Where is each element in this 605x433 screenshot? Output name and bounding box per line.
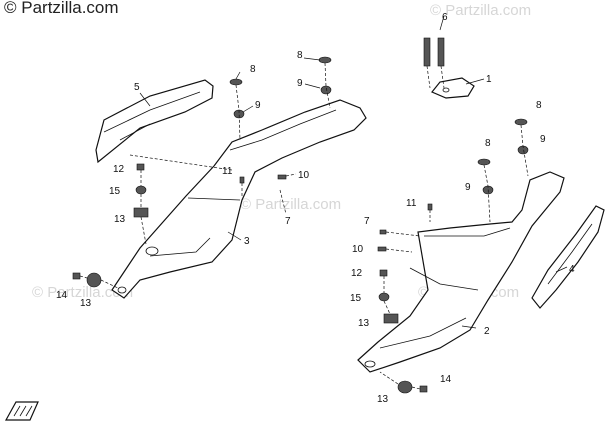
left-small-fasteners[interactable] (239, 173, 297, 215)
nut-9-left[interactable] (233, 85, 332, 119)
callout-14-left: 14 (56, 290, 68, 301)
callout-10-right: 10 (352, 244, 364, 255)
part-3-left-side-cover[interactable] (111, 99, 367, 299)
callout-7-right: 7 (364, 216, 370, 227)
callout-15-right: 15 (350, 293, 362, 304)
callout-9-right-a: 9 (465, 182, 471, 193)
callout-8-left-a: 8 (250, 64, 256, 75)
grommet-8-left[interactable] (229, 56, 332, 86)
part-5-left-trim-strip[interactable] (95, 79, 214, 164)
callout-11-right: 11 (406, 198, 417, 209)
callout-13-right-lower: 13 (377, 394, 389, 405)
right-fastener-stack[interactable] (378, 269, 399, 324)
watermark-center: © Partzilla.com (240, 196, 342, 213)
callout-15-left: 15 (109, 186, 121, 197)
callout-12-left: 12 (113, 164, 125, 175)
callout-4: 4 (569, 264, 575, 275)
callout-9-left-a: 9 (255, 100, 261, 111)
callout-2: 2 (484, 326, 490, 337)
watermark-bottom-left: © Partzilla.com (32, 284, 134, 301)
right-small-fasteners[interactable] (377, 203, 433, 253)
front-direction-arrow-icon (4, 401, 39, 421)
callout-9-left-b: 9 (297, 78, 303, 89)
callout-8-right-b: 8 (536, 100, 542, 111)
callout-5: 5 (134, 82, 140, 93)
callout-12-right: 12 (351, 268, 363, 279)
callout-10-left: 10 (298, 170, 310, 181)
callout-7-left: 7 (285, 216, 291, 227)
callout-13-right-upper: 13 (358, 318, 370, 329)
part-4-right-trim-strip[interactable] (531, 205, 605, 309)
callout-3: 3 (244, 236, 250, 247)
callout-9-right-b: 9 (540, 134, 546, 145)
callout-14-right: 14 (440, 374, 452, 385)
part-6-screws[interactable] (423, 37, 445, 89)
nut-9-right[interactable] (482, 145, 529, 195)
callout-1: 1 (486, 74, 492, 85)
grommet-8-right[interactable] (477, 118, 528, 166)
callout-13-left-lower: 13 (80, 298, 92, 309)
watermark-top-right: © Partzilla.com (430, 2, 532, 19)
left-fastener-stack[interactable] (129, 154, 233, 245)
left-lower-screw-grommet[interactable] (72, 272, 119, 289)
callout-11-left: 11 (222, 166, 233, 177)
part-2-right-side-cover[interactable] (357, 171, 565, 373)
right-lower-grommet-screw[interactable] (379, 371, 428, 394)
callout-8-right-a: 8 (485, 138, 491, 149)
callout-6: 6 (442, 12, 448, 23)
callout-13-left-upper: 13 (114, 214, 126, 225)
watermark-top-left: © Partzilla.com (4, 0, 119, 17)
part-1-bracket[interactable] (431, 77, 475, 99)
callout-8-left-b: 8 (297, 50, 303, 61)
